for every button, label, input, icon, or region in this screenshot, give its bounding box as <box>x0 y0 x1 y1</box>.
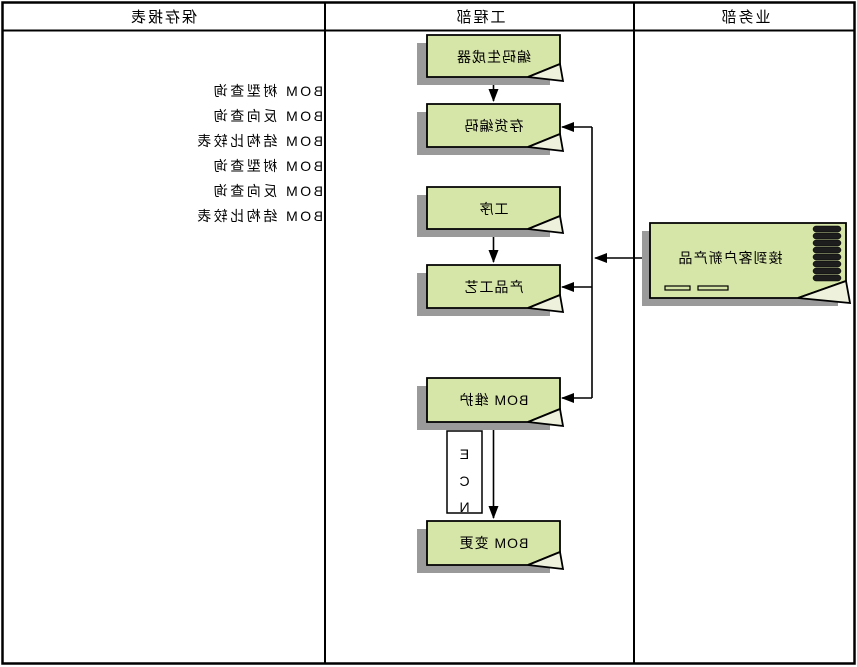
coil-ring <box>812 225 842 233</box>
flow-box-label: 工序 <box>479 201 509 217</box>
coil-ring <box>812 267 842 275</box>
report-item: BOM 反向查询 <box>211 108 323 124</box>
flow-box-label: 产品工艺 <box>464 279 524 295</box>
lane-header-business: 业务部 <box>719 9 770 26</box>
flow-box-bom-change: BOM 变更 <box>417 520 565 573</box>
note-fold-corner <box>527 293 565 314</box>
flow-box-label: BOM 维护 <box>459 392 529 408</box>
coil-ring <box>812 239 842 247</box>
blank-underline-field <box>664 285 691 291</box>
flow-box-label: 编码生成器 <box>456 49 531 65</box>
coil-ring <box>812 274 842 282</box>
lane-header-engineering: 工程部 <box>454 9 505 26</box>
note-shape <box>426 34 561 78</box>
report-item: BOM 树型查询 <box>211 158 323 174</box>
connectors <box>488 77 650 519</box>
note-fold-corner <box>527 214 565 235</box>
ecn-letter: N <box>459 499 469 515</box>
coil-ring <box>812 253 842 261</box>
note-fold-corner <box>527 62 565 83</box>
blank-underline-field <box>697 285 729 291</box>
note-fold-corner <box>797 279 852 305</box>
flow-box-code-generator: 编码生成器 <box>417 34 565 85</box>
flow-box-product-process: 产品工艺 <box>417 264 565 316</box>
lane-header-reports: 保存报表 <box>129 9 197 26</box>
report-item: BOM 结构比较表 <box>195 133 323 149</box>
ecn-annotation: E C N <box>446 430 483 515</box>
flow-box-label: 存货编码 <box>464 118 524 134</box>
note-shape <box>649 222 847 299</box>
coil-ring <box>812 246 842 254</box>
note-shape <box>426 186 561 230</box>
note-fold-corner <box>527 550 565 571</box>
report-item: BOM 树型查询 <box>211 83 323 99</box>
ecn-box <box>446 430 483 514</box>
note-fold-corner <box>527 132 565 153</box>
coil-ring <box>812 232 842 240</box>
business-box-new-product: 接到客户新产品 <box>642 222 852 306</box>
report-item: BOM 反向查询 <box>211 183 323 199</box>
coil-ring <box>812 260 842 268</box>
note-shape <box>426 377 561 423</box>
ecn-letter: C <box>459 473 469 489</box>
report-item: BOM 结构比较表 <box>195 208 323 224</box>
note-shape <box>426 264 561 309</box>
report-list: BOM 树型查询 BOM 反向查询 BOM 结构比较表 BOM 树型查询 BOM… <box>195 83 323 224</box>
note-shape <box>426 520 561 566</box>
flow-box-work-procedure: 工序 <box>417 186 565 237</box>
flow-box-label: BOM 变更 <box>459 535 529 551</box>
note-shape <box>426 103 561 148</box>
flow-box-inventory-code: 存货编码 <box>417 103 565 155</box>
note-fold-corner <box>527 407 565 428</box>
ecn-letter: E <box>460 446 469 462</box>
business-box-label: 接到客户新产品 <box>678 250 783 266</box>
coil-binding-icon <box>812 225 842 282</box>
flow-box-bom-maintain: BOM 维护 <box>417 377 565 430</box>
